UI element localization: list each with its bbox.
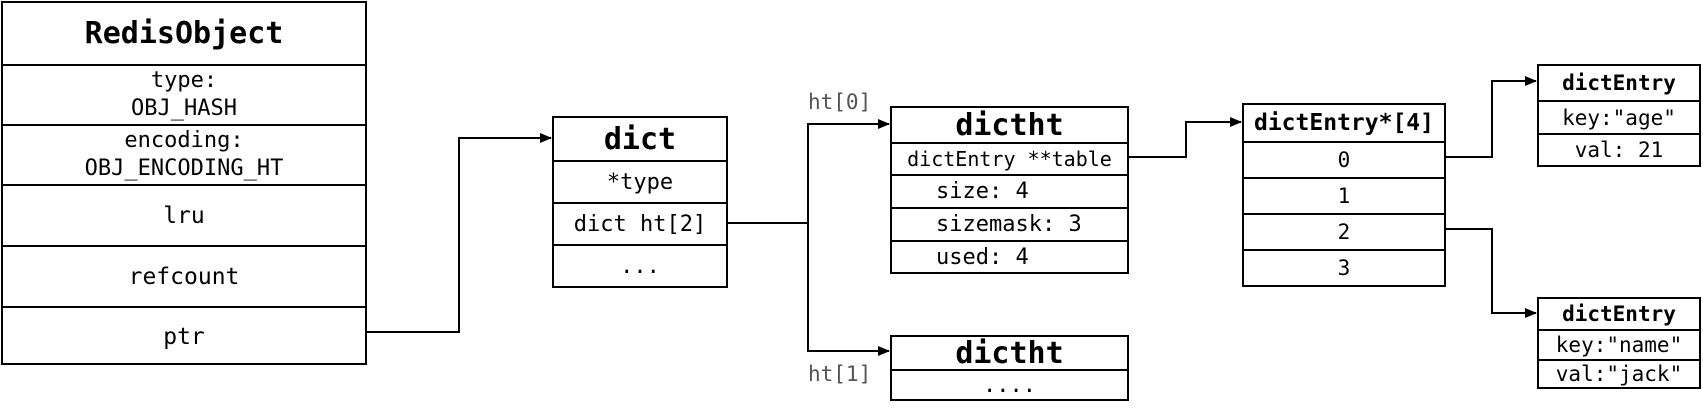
dictentry-name-key: key:"name" xyxy=(1539,329,1699,359)
table-slot-1: 1 xyxy=(1244,177,1444,213)
dictentry-age-key: key:"age" xyxy=(1539,100,1699,133)
table-title: dictEntry*[4] xyxy=(1253,110,1434,136)
redisobject-ptr-field: ptr xyxy=(3,306,365,365)
dict-box: dict *type dict ht[2] ... xyxy=(552,116,728,288)
redisobject-refcount-field: refcount xyxy=(3,245,365,306)
ht0-arrow xyxy=(807,119,890,223)
ptr-to-dict-arrow xyxy=(367,133,552,333)
dictht0-box: dictht dictEntry **table size: 4 sizemas… xyxy=(890,106,1129,274)
dictentry-age-box: dictEntry key:"age" val: 21 xyxy=(1537,64,1701,167)
redisobject-type-field: type: OBJ_HASH xyxy=(3,64,365,124)
dictht0-size-field: size: 4 xyxy=(892,174,1127,207)
slot2-to-entry-name-arrow xyxy=(1446,228,1537,318)
dict-title: dict xyxy=(603,121,677,157)
dictentry-age-title: dictEntry xyxy=(1562,71,1676,95)
dict-ht-field: dict ht[2] xyxy=(554,202,726,244)
dictht0-sizemask-field: sizemask: 3 xyxy=(892,207,1127,240)
dictht0-used-field: used: 4 xyxy=(892,240,1127,272)
redisobject-box: RedisObject type: OBJ_HASH encoding: OBJ… xyxy=(1,1,367,365)
table-slot-2: 2 xyxy=(1244,213,1444,249)
dictht1-more-field: .... xyxy=(892,369,1127,399)
dictht1-box: dictht .... xyxy=(890,335,1129,401)
ht1-label: ht[1] xyxy=(808,362,872,386)
table-pointer-arrow xyxy=(1129,117,1242,158)
slot0-to-entry-age-arrow xyxy=(1446,76,1537,158)
redisobject-title: RedisObject xyxy=(84,16,284,51)
dictht0-title: dictht xyxy=(955,107,1064,143)
dictentry-name-box: dictEntry key:"name" val:"jack" xyxy=(1537,297,1701,389)
dictentry-name-title: dictEntry xyxy=(1562,302,1676,326)
redisobject-encoding-field: encoding: OBJ_ENCODING_HT xyxy=(3,124,365,184)
table-slot-0: 0 xyxy=(1244,141,1444,177)
ht0-label: ht[0] xyxy=(808,90,872,114)
dictht1-title: dictht xyxy=(955,335,1064,371)
ht1-arrow xyxy=(807,223,890,356)
redisobject-lru-field: lru xyxy=(3,184,365,245)
dict-more-field: ... xyxy=(554,244,726,286)
dictentry-age-val: val: 21 xyxy=(1539,133,1699,165)
table-box: dictEntry*[4] 0 1 2 3 xyxy=(1242,103,1446,287)
dictentry-name-val: val:"jack" xyxy=(1539,359,1699,387)
dict-type-field: *type xyxy=(554,160,726,202)
table-slot-3: 3 xyxy=(1244,249,1444,285)
dictht0-table-field: dictEntry **table xyxy=(892,142,1127,174)
